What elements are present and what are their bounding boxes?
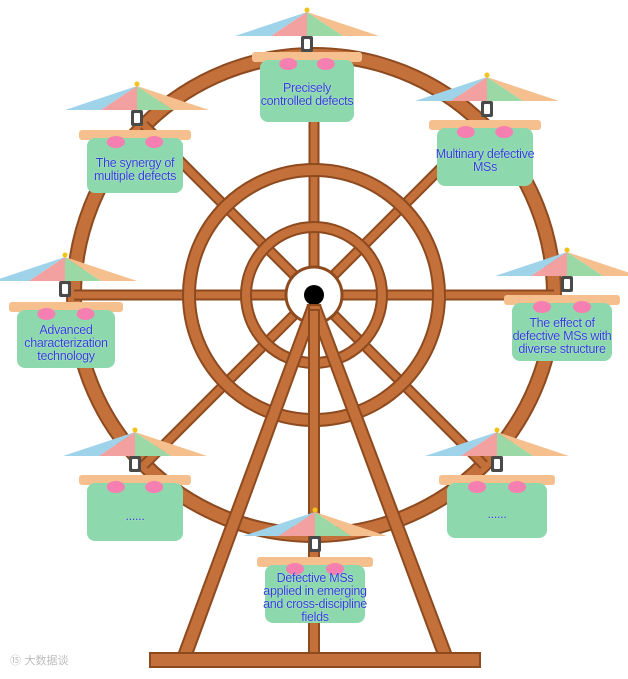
cabin-roof (9, 302, 123, 312)
cheek-right (495, 126, 514, 138)
cabin-body (87, 483, 183, 541)
cabin-roof (252, 52, 362, 62)
cabin-body (17, 310, 115, 368)
cabin-body (447, 483, 547, 538)
cabin-label-upper-left: The synergy of multiple defects (93, 155, 177, 183)
cheek-left (286, 563, 304, 575)
watermark: ⑮ 大数据谈 (10, 654, 69, 667)
cabin-label-upper-right: Multinary defective MSs (435, 147, 535, 174)
wheel-axle (304, 285, 324, 305)
cabin-upper-right (415, 72, 559, 186)
cheek-right (145, 481, 164, 493)
cheek-left (106, 136, 125, 148)
cheek-right (508, 481, 526, 493)
umbrella-icon (65, 81, 209, 110)
cabin-label-lower-right: ...... (487, 507, 507, 521)
cabin-roof (79, 130, 191, 140)
cabin-lower-right (425, 427, 569, 538)
umbrella-icon (495, 247, 628, 276)
cabin-lower-left (63, 427, 207, 541)
cabin-roof (429, 120, 541, 130)
cheek-left (456, 126, 475, 138)
cabin-left (0, 252, 137, 368)
cabin-roof (439, 475, 555, 485)
cabin-bottom (243, 507, 387, 623)
cabin-body (512, 303, 612, 361)
cheek-right (316, 58, 335, 70)
cabin-upper-left (65, 81, 209, 193)
umbrella-icon (243, 507, 387, 536)
umbrella-icon (235, 7, 379, 36)
cabin-label-top: Precisely controlled defects (260, 81, 354, 108)
wheel-base (149, 652, 481, 668)
cheek-right (573, 301, 591, 313)
umbrella-icon (425, 427, 569, 456)
cheek-left (37, 308, 56, 320)
cheek-right (145, 136, 164, 148)
umbrella-icon (415, 72, 559, 101)
cheek-left (279, 58, 298, 70)
cheek-left (106, 481, 125, 493)
cabins-layer (0, 7, 628, 623)
umbrella-icon (0, 252, 137, 281)
cheek-left (468, 481, 486, 493)
cabin-body (265, 565, 365, 623)
cabin-label-bottom: Defective MSs applied in emerging and cr… (263, 571, 367, 624)
cabin-label-right: The effect of defective MSs with diverse… (512, 315, 612, 356)
cabin-roof (504, 295, 620, 305)
cabin-body (87, 138, 183, 193)
cheek-right (76, 308, 95, 320)
cheek-right (326, 563, 344, 575)
cabin-label-lower-left: ...... (125, 508, 145, 523)
cheek-left (533, 301, 551, 313)
cabin-roof (79, 475, 191, 485)
cabin-top (235, 7, 379, 122)
cabin-body (260, 60, 354, 122)
umbrella-icon (63, 427, 207, 456)
cabin-right (495, 247, 628, 361)
cabin-body (437, 128, 533, 186)
cabin-label-left: Advanced characterization technology (24, 322, 108, 363)
cabin-roof (257, 557, 373, 567)
